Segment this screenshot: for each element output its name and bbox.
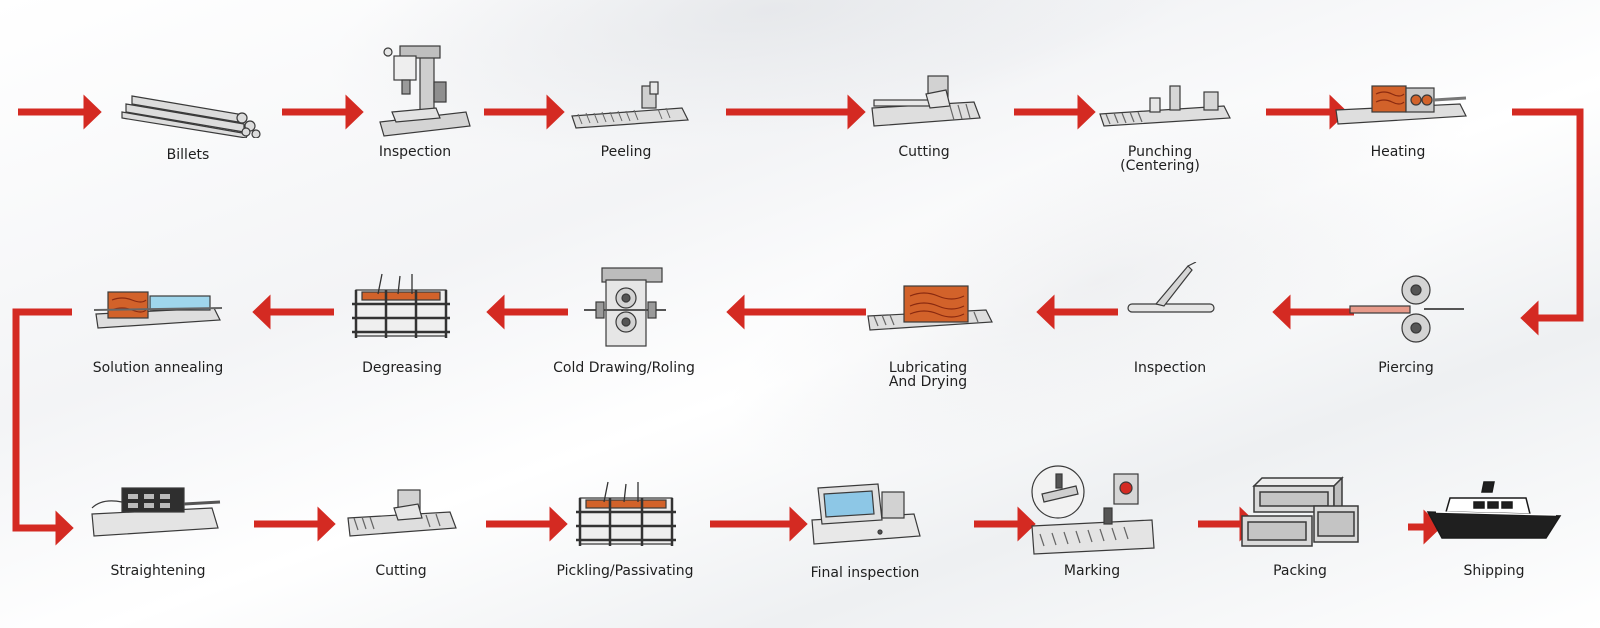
flow-connector-left bbox=[12, 308, 74, 546]
cold-drawing-rollers-icon bbox=[584, 267, 666, 347]
punching-machine-icon bbox=[1099, 85, 1231, 127]
inspection-blade-icon bbox=[1127, 262, 1215, 313]
inspection-machine-icon bbox=[379, 45, 471, 137]
step-label-solution-annealing: Solution annealing bbox=[92, 360, 224, 376]
step-label-packing: Packing bbox=[1273, 563, 1327, 579]
cargo-ship-icon bbox=[1426, 481, 1562, 539]
step-label-cutting: Cutting bbox=[375, 563, 427, 579]
packing-boxes-icon bbox=[1241, 476, 1359, 547]
step-label-line: And Drying bbox=[888, 374, 968, 390]
step-label-inspection: Inspection bbox=[378, 144, 452, 160]
step-label-degreasing: Degreasing bbox=[362, 360, 442, 376]
lubricating-oven-icon bbox=[867, 285, 993, 331]
step-label-shipping: Shipping bbox=[1463, 563, 1525, 579]
heating-furnace-icon bbox=[1335, 85, 1467, 125]
step-label-cutting: Cutting bbox=[898, 144, 950, 160]
step-label-piercing: Piercing bbox=[1378, 360, 1434, 376]
billets-icon bbox=[121, 95, 261, 138]
step-label-peeling: Peeling bbox=[600, 144, 652, 160]
marking-machine-icon bbox=[1031, 465, 1155, 555]
step-label-punching: Punching (Centering) bbox=[1120, 145, 1200, 173]
step-label-straightening: Straightening bbox=[110, 563, 206, 579]
step-label-inspection: Inspection bbox=[1133, 360, 1207, 376]
step-label-line: (Centering) bbox=[1120, 158, 1200, 174]
step-label-heating: Heating bbox=[1370, 144, 1426, 160]
cutting-machine-icon bbox=[871, 75, 981, 127]
step-label-billets: Billets bbox=[166, 147, 210, 163]
pickling-tank-icon bbox=[576, 481, 676, 546]
step-label-final-inspection: Final inspection bbox=[810, 565, 920, 581]
cutting-machine-icon bbox=[347, 489, 457, 537]
degreasing-tank-icon bbox=[352, 273, 450, 338]
step-label-marking: Marking bbox=[1063, 563, 1121, 579]
piercing-rollers-icon bbox=[1349, 275, 1464, 343]
flow-connector-right bbox=[1512, 108, 1584, 336]
straightening-machine-icon bbox=[91, 487, 221, 537]
annealing-furnace-icon bbox=[94, 291, 223, 329]
step-label-lubricating: Lubricating And Drying bbox=[889, 361, 967, 389]
step-label-cold-drawing: Cold Drawing/Roling bbox=[553, 360, 695, 376]
peeling-machine-icon bbox=[571, 81, 689, 129]
step-label-pickling: Pickling/Passivating bbox=[556, 563, 694, 579]
step-label-line: Lubricating bbox=[888, 360, 968, 376]
final-inspection-machine-icon bbox=[811, 483, 921, 545]
step-label-line: Punching bbox=[1127, 144, 1193, 160]
